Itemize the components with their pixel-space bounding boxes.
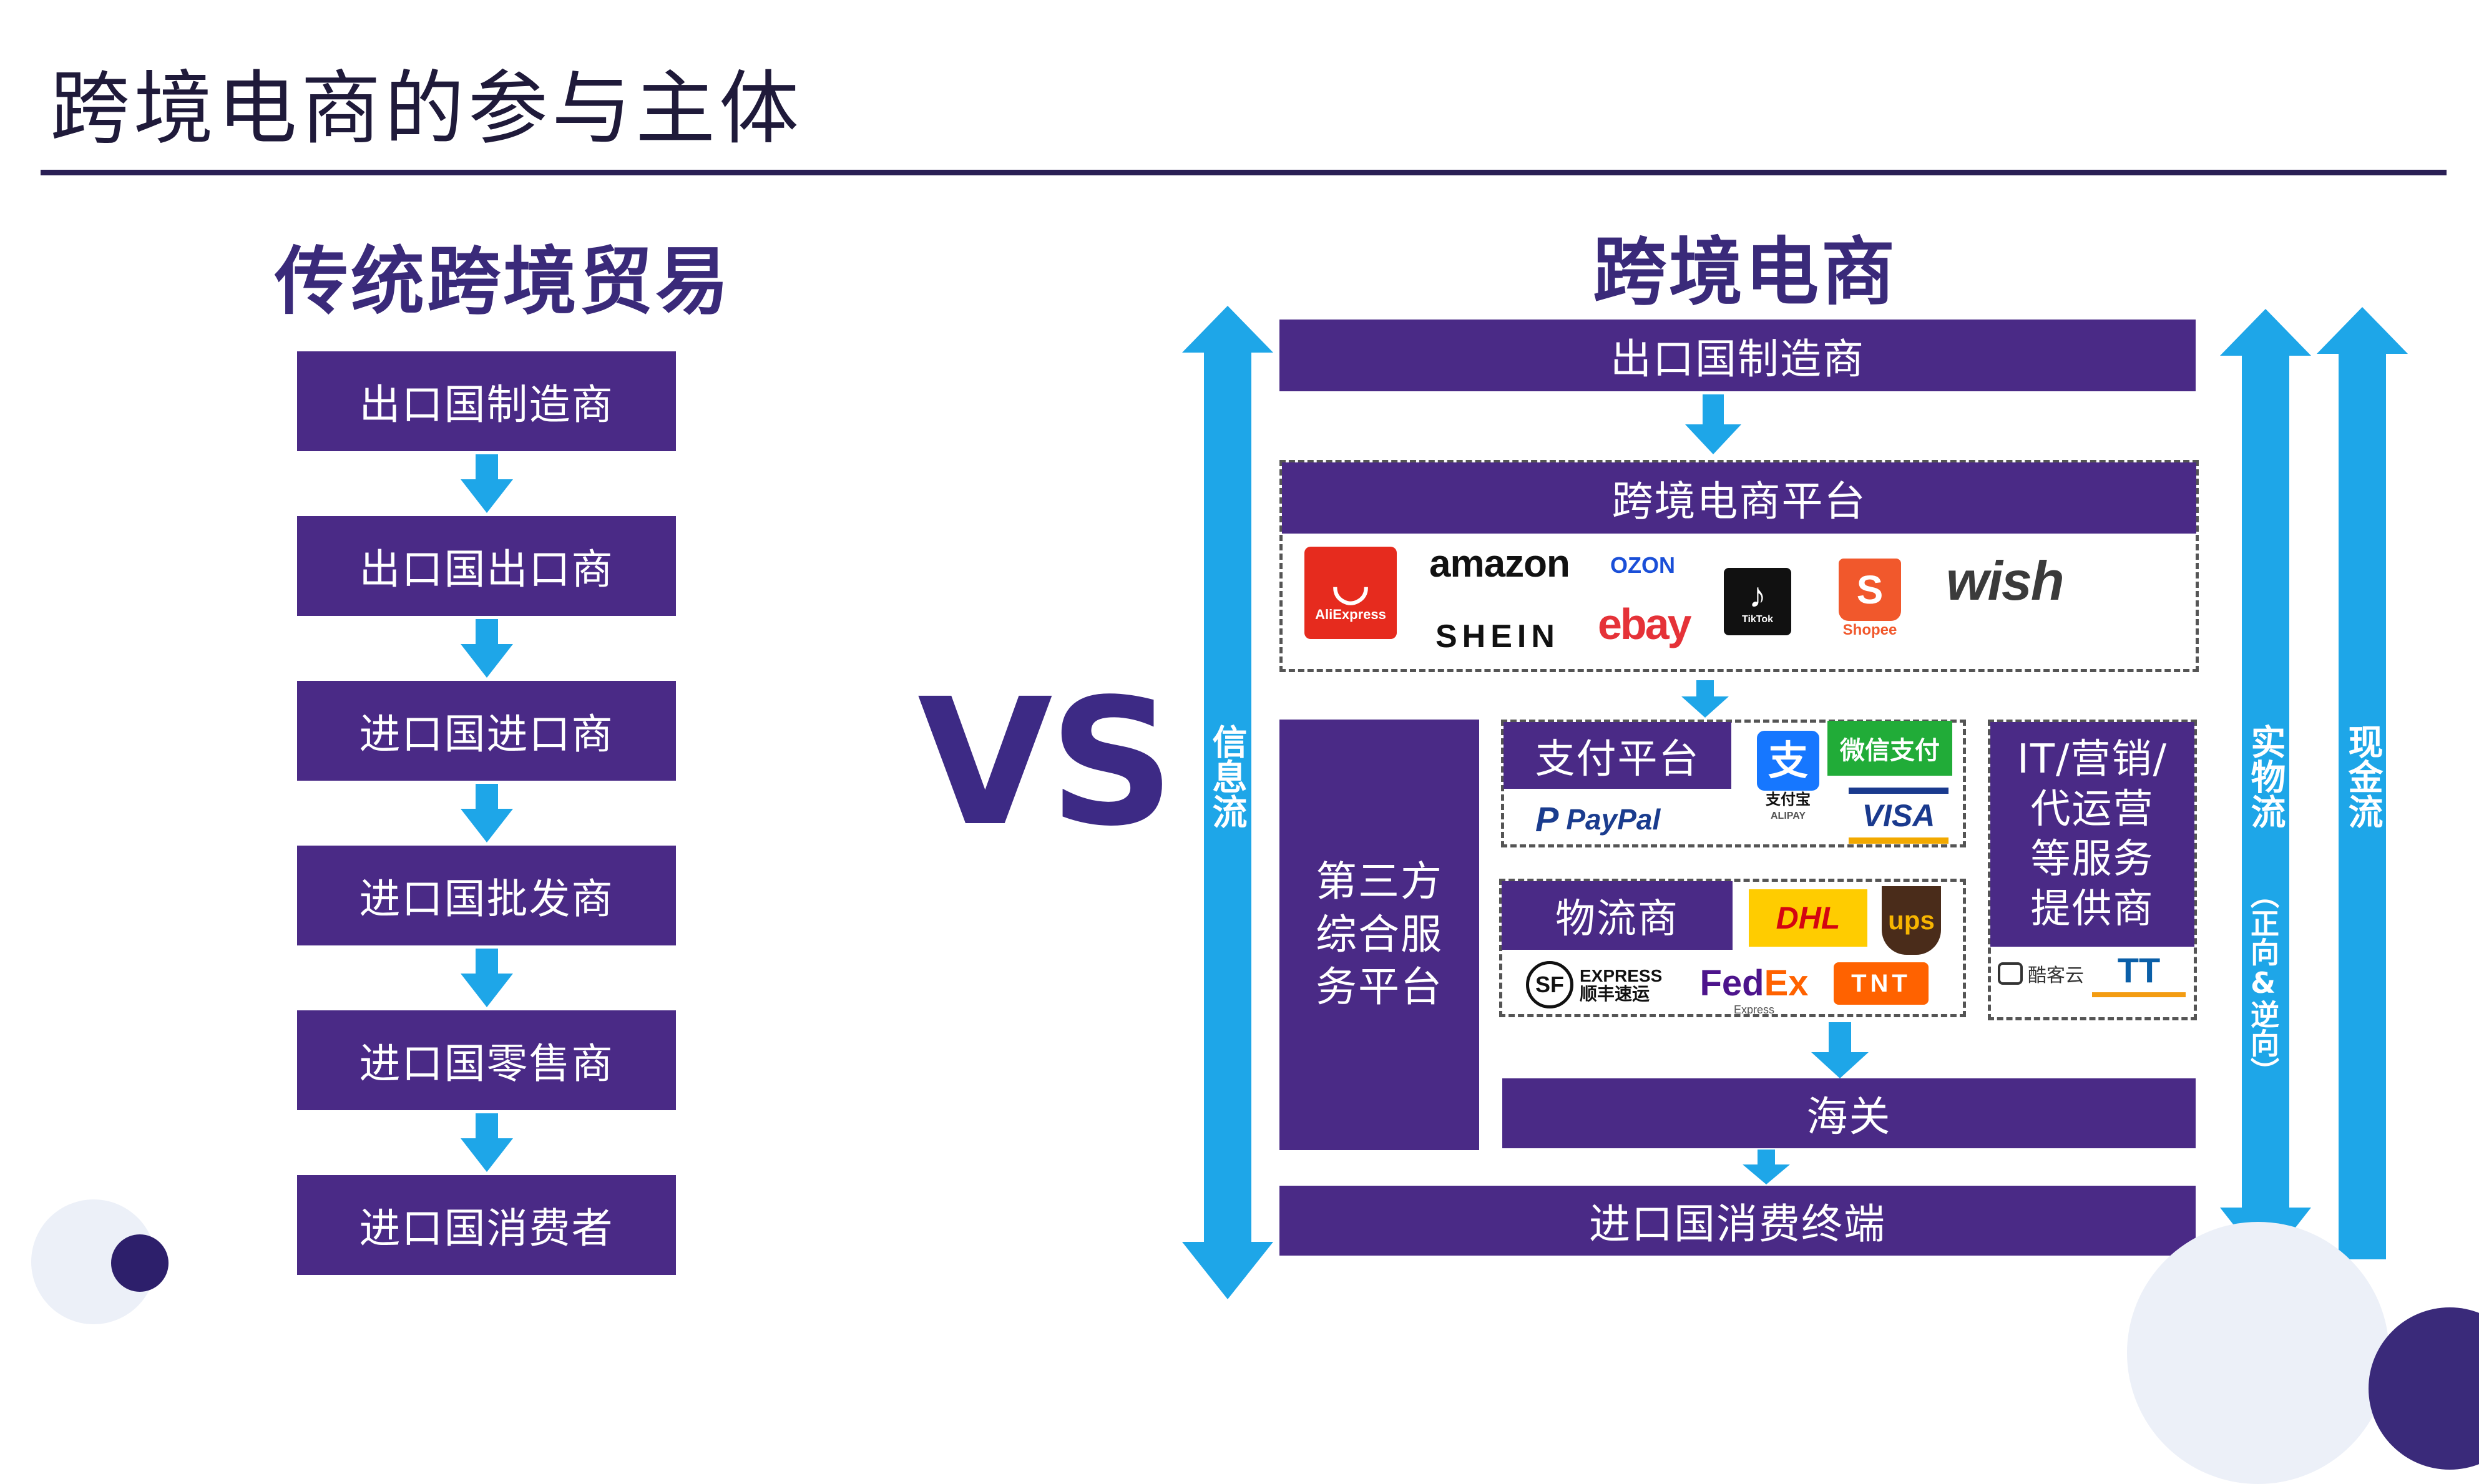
ozon-logo: OZON <box>1610 552 1675 578</box>
decor-circle-light-right <box>2127 1222 2389 1484</box>
trad-step-3: 进口国进口商 <box>297 681 676 781</box>
cb-logistics-region <box>1499 879 1966 1017</box>
dhl-logo: DHL <box>1749 889 1867 947</box>
kukeyun-logo: 酷客云 <box>1997 955 2085 992</box>
decor-circle-dark <box>111 1234 169 1292</box>
trad-step-2: 出口国出口商 <box>297 516 676 616</box>
arrow-down-icon <box>461 1113 513 1172</box>
trad-step-1: 出口国制造商 <box>297 351 676 451</box>
trad-step-4: 进口国批发商 <box>297 846 676 945</box>
cash-flow-arrow <box>2317 307 2408 1259</box>
info-flow-label: 信息流 <box>1206 724 1247 829</box>
amazon-logo: amazon <box>1429 542 1570 585</box>
cb-payment-region <box>1501 720 1966 847</box>
arrow-down-icon <box>461 949 513 1007</box>
cb-manufacturer: 出口国制造商 <box>1279 320 2196 391</box>
shopee-logo: S Shopee <box>1835 552 1905 646</box>
wish-logo: wish <box>1946 550 2065 612</box>
cb-platform: 跨境电商平台 <box>1282 462 2196 534</box>
title-divider <box>41 170 2447 175</box>
alipay-logo: 支 支付宝 ALIPAY <box>1754 724 1822 830</box>
cb-it-services-region <box>1988 720 2197 1020</box>
cb-customs: 海关 <box>1502 1078 2196 1148</box>
paypal-logo: P PayPal <box>1535 799 1661 839</box>
arrow-down-icon <box>461 784 513 842</box>
visa-logo: VISA <box>1849 788 1948 844</box>
arrow-down-icon <box>1681 680 1729 718</box>
arrow-down-icon <box>1811 1022 1869 1078</box>
cb-payment-label: 支付平台 <box>1504 722 1731 789</box>
goods-flow-label: 实物流 <box>2245 724 2286 829</box>
shein-logo: SHEIN <box>1435 618 1560 655</box>
trad-step-6: 进口国消费者 <box>297 1175 676 1275</box>
info-flow-arrow <box>1182 306 1273 1299</box>
aliexpress-logo: ◡ AliExpress <box>1304 547 1397 639</box>
cb-platform-region <box>1279 460 2199 672</box>
traditional-heading: 传统跨境贸易 <box>275 238 732 325</box>
wechat-pay-logo: 微信支付 <box>1827 721 1952 776</box>
page-title: 跨境电商的参与主体 <box>50 62 803 155</box>
sf-express-logo: SF EXPRESS 顺丰速运 <box>1526 961 1662 1008</box>
tt-logo: TT <box>2092 947 2186 997</box>
arrow-down-icon <box>1685 394 1741 454</box>
arrow-down-icon <box>1743 1150 1790 1184</box>
cb-it-services-label: IT/营销/ 代运营 等服务 提供商 <box>1990 722 2194 947</box>
cash-flow-label: 现金流 <box>2342 724 2383 829</box>
crossborder-heading: 跨境电商 <box>1593 229 1898 315</box>
flow-arrows <box>1182 306 2408 1299</box>
ups-logo: ups <box>1882 886 1941 955</box>
vs-label: VS <box>917 661 1175 865</box>
goods-flow-note: （正向&逆向） <box>2246 880 2280 1086</box>
goods-flow-arrow <box>2220 309 2311 1266</box>
tiktok-logo: ♪ TikTok <box>1724 568 1791 635</box>
tnt-logo: TNT <box>1834 962 1929 1005</box>
fedex-logo: FedEx Express <box>1699 963 1809 1017</box>
trad-arrows <box>461 454 513 1172</box>
arrow-down-icon <box>461 619 513 678</box>
cb-third-party-platform: 第三方 综合服 务平台 <box>1279 720 1479 1150</box>
cb-consumer: 进口国消费终端 <box>1279 1186 2196 1256</box>
ebay-logo: ebay <box>1598 600 1692 648</box>
arrow-down-icon <box>461 454 513 513</box>
trad-step-5: 进口国零售商 <box>297 1010 676 1110</box>
cb-logistics-label: 物流商 <box>1502 881 1733 950</box>
